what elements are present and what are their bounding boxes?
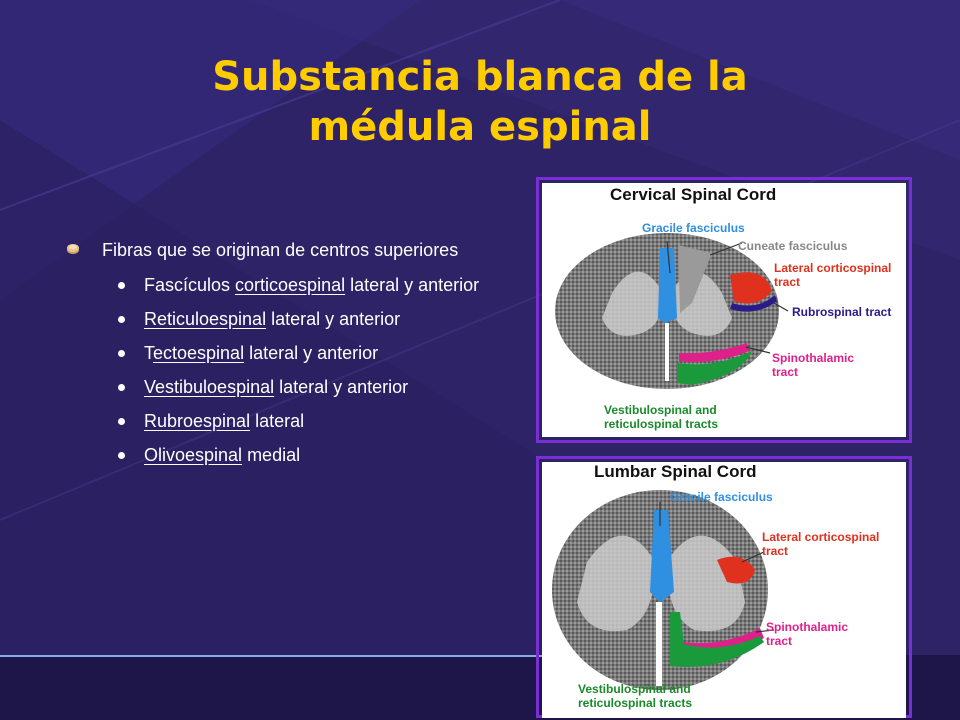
bullet-main: Fibras que se originan de centros superi… — [64, 238, 504, 262]
sub-bullet-list: Fascículos corticoespinal lateral y ante… — [64, 274, 504, 467]
label-vestibulospinal: Vestibulospinal and reticulospinal tract… — [604, 403, 719, 431]
bullet-dot-icon — [118, 316, 125, 323]
label-cuneate: Cuneate fasciculus — [738, 239, 848, 253]
label-gracile: Gracile fasciculus — [642, 221, 745, 235]
sub-bullet-item: Reticuloespinal lateral y anterior — [64, 308, 504, 331]
label-rubrospinal: Rubrospinal tract — [792, 305, 892, 319]
sub-bullet-item: Vestibuloespinal lateral y anterior — [64, 376, 504, 399]
cervical-figure-title: Cervical Spinal Cord — [610, 185, 777, 204]
sub-bullet-item: Tectoespinal lateral y anterior — [64, 342, 504, 365]
bullet-marker-icon — [67, 244, 79, 254]
sub-bullet-item: Fascículos corticoespinal lateral y ante… — [64, 274, 504, 297]
slide-title-line1: Substancia blanca de la — [212, 54, 748, 100]
label-lateral-corticospinal: Lateral corticospinal tract — [762, 530, 880, 558]
sub-bullet-item: Rubroespinal lateral — [64, 410, 504, 433]
cervical-figure-frame — [536, 177, 912, 443]
bullet-dot-icon — [118, 452, 125, 459]
label-spinothalamic: Spinothalamic tract — [772, 351, 855, 379]
sub-bullet-item: Olivoespinal medial — [64, 444, 504, 467]
lumbar-figure-title: Lumbar Spinal Cord — [594, 462, 757, 481]
label-spinothalamic: Spinothalamic tract — [766, 620, 849, 648]
label-lateral-corticospinal: Lateral corticospinal tract — [774, 261, 892, 289]
bullet-dot-icon — [118, 282, 125, 289]
bullet-list: Fibras que se originan de centros superi… — [64, 238, 504, 478]
cervical-figure: Cervical Spinal Cord Gracile fasciculus … — [542, 183, 906, 437]
lumbar-figure: Lumbar Spinal Cord Gracile fasciculus La… — [542, 462, 906, 718]
bullet-dot-icon — [118, 350, 125, 357]
cervical-cord-diagram — [555, 233, 789, 389]
label-vestibulospinal: Vestibulospinal and reticulospinal tract… — [578, 682, 693, 710]
label-gracile: Gracile fasciculus — [670, 490, 773, 504]
bullet-main-text: Fibras que se originan de centros superi… — [102, 240, 459, 260]
slide-title: Substancia blanca de la médula espinal — [100, 52, 860, 152]
slide-title-line2: médula espinal — [308, 104, 652, 150]
bullet-dot-icon — [118, 384, 125, 391]
lumbar-cord-diagram — [552, 490, 775, 690]
bullet-dot-icon — [118, 418, 125, 425]
